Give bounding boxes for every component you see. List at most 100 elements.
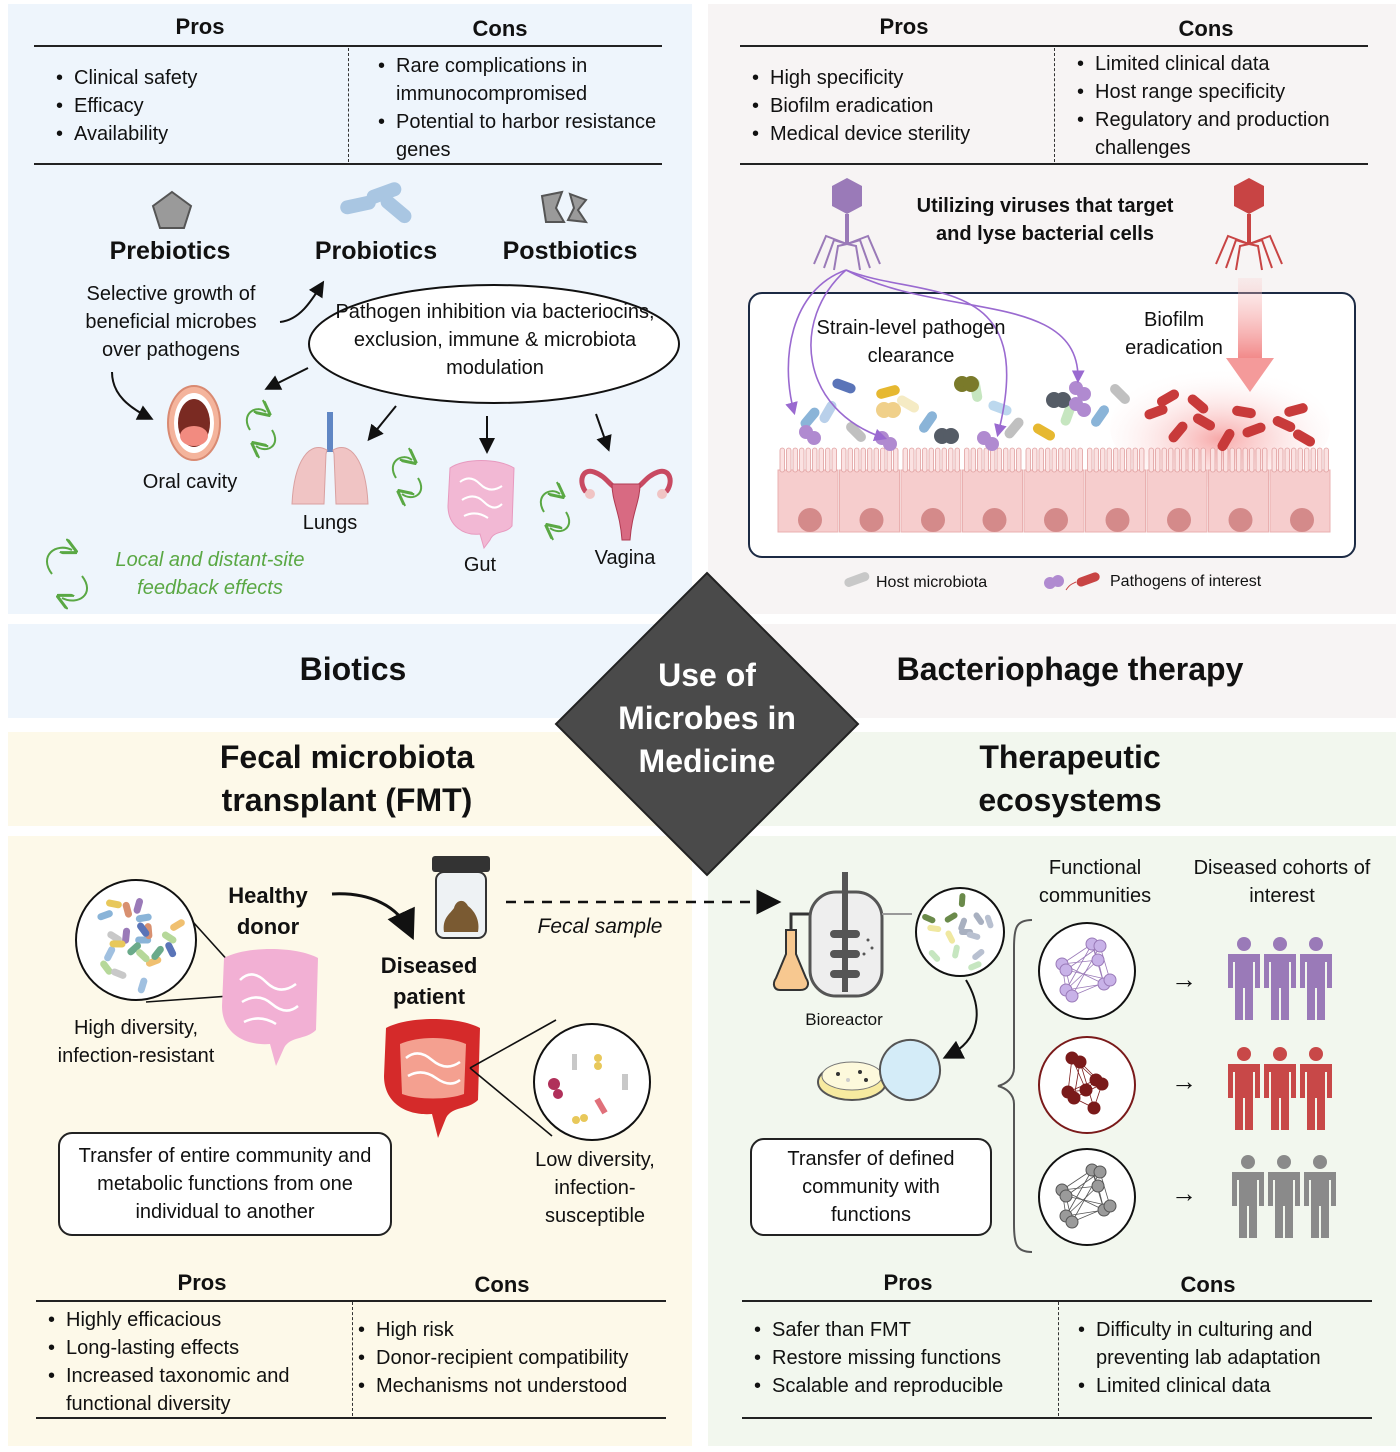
microvillus — [970, 447, 976, 473]
cultured-bacterium — [958, 917, 968, 932]
person-body — [1264, 954, 1296, 1020]
host-bacterium — [1090, 405, 1110, 427]
donor-bacterium — [170, 919, 185, 931]
divider — [34, 45, 662, 47]
prebiotics-label: Prebiotics — [109, 237, 231, 265]
fmt-pros-list: Highly efficacious Long-lasting effects … — [48, 1306, 356, 1418]
diseased-gut-icon — [384, 1019, 480, 1138]
donor-bacterium — [127, 942, 142, 956]
cultured-bacterium — [945, 930, 956, 944]
donor-bacterium — [133, 898, 144, 914]
microvillus — [902, 447, 908, 473]
microvillus — [831, 447, 837, 473]
pathogen-cocci — [985, 437, 999, 451]
phage-pros-list: High specificity Biofilm eradication Med… — [752, 64, 1070, 148]
network-node — [1059, 963, 1073, 977]
network-node — [1059, 1189, 1073, 1203]
microvillus — [1174, 447, 1180, 473]
microvillus — [1194, 447, 1200, 473]
microvillus — [1113, 447, 1119, 473]
host-bacterium — [1110, 384, 1130, 404]
microvillus — [1106, 447, 1112, 473]
person-head — [1309, 1047, 1323, 1061]
network-node — [1091, 953, 1105, 967]
donor-bacterium — [97, 910, 113, 921]
host-bacterium — [896, 395, 920, 413]
microvillus — [1291, 447, 1297, 473]
patient-microbiome-magnifier — [469, 1019, 651, 1141]
network-node — [1091, 1179, 1105, 1193]
cell-nucleus — [859, 508, 884, 532]
site-label-lungs: Lungs — [302, 512, 358, 534]
list-item: Limited clinical data — [1078, 1372, 1386, 1400]
microvillus — [847, 447, 853, 473]
phage-paths — [785, 269, 1085, 442]
microvillus — [799, 447, 805, 473]
network-node — [1087, 1101, 1101, 1115]
microvillus — [1132, 447, 1138, 473]
microvillus — [1148, 447, 1154, 473]
person-head — [1273, 1047, 1287, 1061]
microvillus — [805, 447, 811, 473]
list-item: Limited clinical data — [1077, 50, 1375, 78]
list-item: Donor-recipient compatibility — [358, 1344, 696, 1372]
divider — [36, 1300, 666, 1302]
divider — [36, 1417, 666, 1419]
divider — [740, 163, 1368, 165]
microvillus — [1100, 447, 1106, 473]
network-node — [1095, 1077, 1109, 1091]
legend-host-microbiota: Host microbiota — [876, 574, 988, 591]
microvillus — [860, 447, 866, 473]
person-head — [1309, 937, 1323, 951]
list-item: Potential to harbor resistance genes — [378, 108, 666, 164]
stool-sample-jar-icon — [432, 856, 490, 939]
microvillus — [977, 447, 983, 473]
cultured-bacterium — [968, 961, 982, 971]
microvillus — [941, 447, 947, 473]
microvillus — [948, 447, 954, 473]
host-cocci — [963, 376, 979, 392]
donor-bacterium — [165, 942, 177, 958]
donor-bacterium — [107, 931, 122, 943]
microvillus — [1025, 447, 1031, 473]
diseased-cohorts-header: Diseased cohorts of interest — [1193, 857, 1371, 907]
list-item: Biofilm eradication — [752, 92, 1070, 120]
biofilm-pathogen — [1144, 404, 1168, 420]
microvillus — [996, 447, 1002, 473]
microvillus — [1304, 447, 1310, 473]
microvillus — [1032, 447, 1038, 473]
feedback-legend: Local and distant-site feedback effects — [115, 549, 305, 599]
microvillus — [1297, 447, 1303, 473]
cultured-bacterium — [952, 944, 960, 959]
microvillus — [1278, 447, 1284, 473]
network-node — [1073, 1055, 1087, 1069]
label-biofilm: Biofilm eradication — [1125, 309, 1223, 359]
cell-nucleus — [921, 508, 945, 532]
probiotic-bacteria-icon — [340, 182, 412, 224]
microvillus — [915, 447, 921, 473]
donor-bacterium — [104, 946, 116, 962]
center-title-line: Medicine — [638, 743, 776, 779]
microvillus — [1051, 447, 1057, 473]
network-node — [1079, 1083, 1093, 1097]
microvillus — [1249, 447, 1255, 473]
cultured-bacterium — [972, 948, 985, 960]
cultured-bacterium — [927, 924, 942, 933]
microvillus — [841, 447, 847, 473]
person-head — [1241, 1155, 1255, 1169]
person-body — [1228, 954, 1260, 1020]
biotics-cons-list: Rare complications in immunocompromised … — [378, 52, 666, 164]
fmt-pros-header: Pros — [177, 1270, 227, 1295]
microvillus — [1236, 447, 1242, 473]
divider — [34, 163, 662, 165]
donor-bacterium — [109, 940, 126, 948]
phage-title: Bacteriophage therapy — [896, 651, 1244, 687]
cell-nucleus — [1290, 508, 1314, 532]
divider — [742, 1417, 1372, 1419]
biofilm-pathogen — [1156, 389, 1180, 407]
cell-nucleus — [1044, 508, 1068, 532]
postbiotic-fragments-icon — [540, 190, 589, 224]
donor-bacterium — [137, 922, 150, 937]
donor-bacterium — [161, 931, 177, 944]
curly-brace — [997, 919, 1033, 1253]
